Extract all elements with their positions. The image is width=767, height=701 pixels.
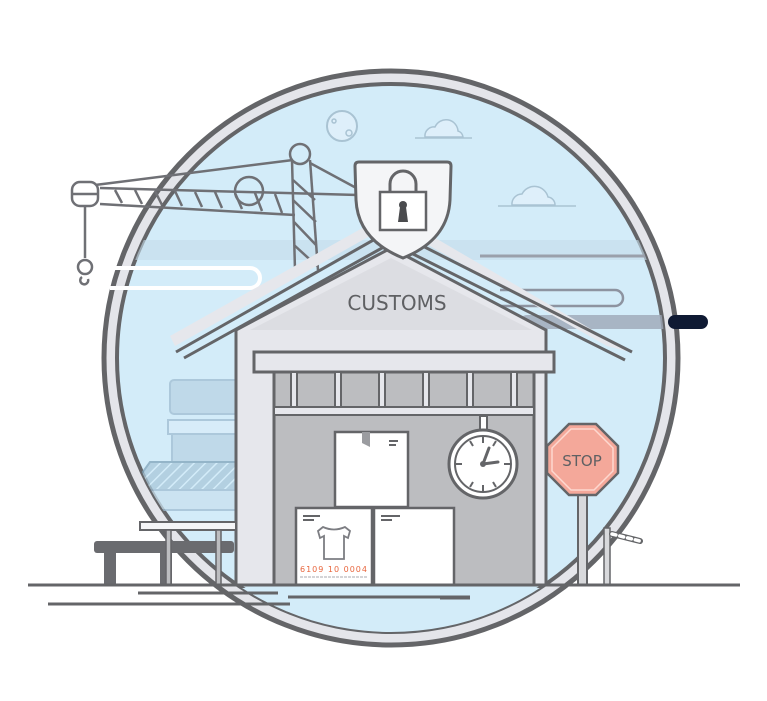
shield-icon (353, 160, 453, 260)
factory-background (128, 379, 249, 511)
loading-dock (94, 521, 237, 586)
parcel-box (333, 430, 410, 509)
clock-icon (447, 415, 519, 500)
cloud-icon (498, 185, 576, 207)
customs-sign: CUSTOMS (347, 291, 446, 315)
parcel-box-tshirt: 6109 10 0004 (294, 506, 374, 587)
parcel-box (372, 506, 456, 587)
speed-line-dark (668, 315, 708, 329)
barrier-gate (603, 527, 643, 586)
stop-sign-text: STOP (562, 452, 602, 470)
speed-line-white (110, 266, 262, 290)
crane-icon (70, 142, 361, 286)
moon-icon (326, 110, 358, 142)
padlock-icon (378, 169, 428, 232)
ground-lines (28, 583, 740, 606)
tshirt-icon (316, 525, 352, 560)
box-code: 6109 10 0004 (300, 565, 368, 574)
stop-sign-icon: STOP (545, 422, 620, 586)
customs-building: CUSTOMS 6109 10 0004 (170, 212, 633, 587)
cloud-icon (415, 119, 472, 139)
